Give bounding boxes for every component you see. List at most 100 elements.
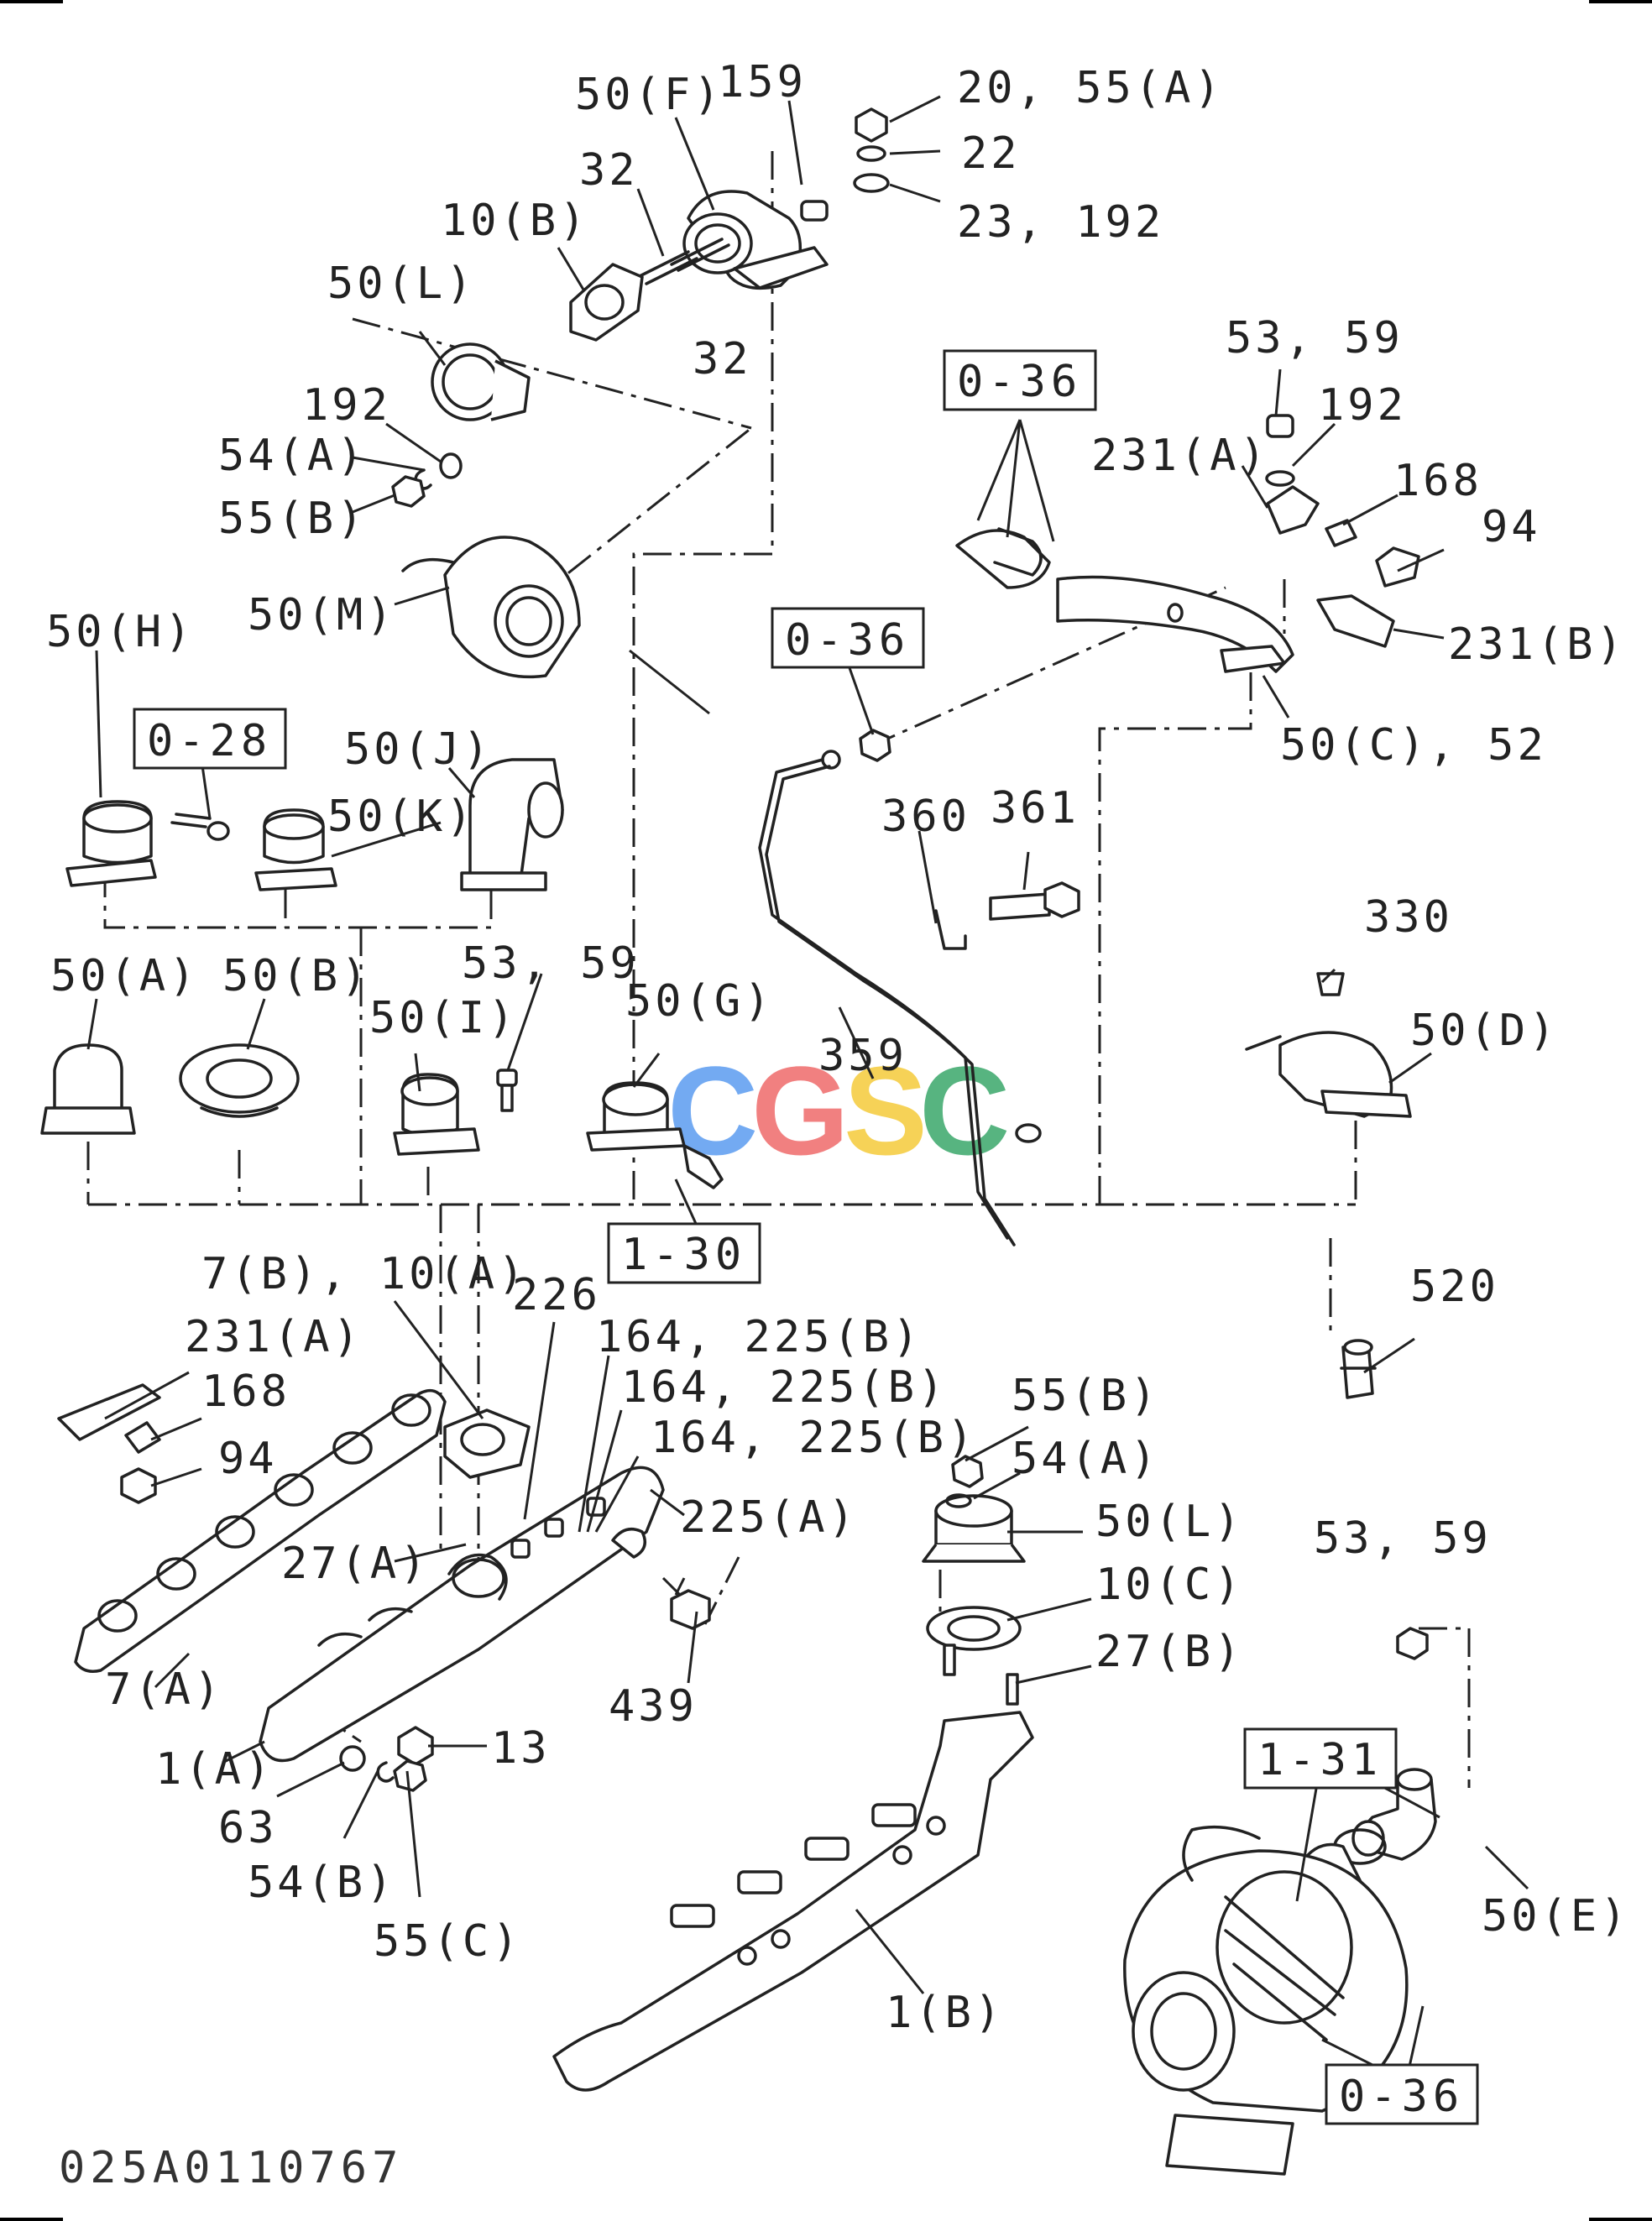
label-192b: 192 [1318, 380, 1407, 431]
svg-text:0-36: 0-36 [1339, 2072, 1464, 2122]
label-50I: 50(I) [369, 993, 518, 1043]
label-231A-left: 231(A) [185, 1312, 363, 1362]
flange-50L-top [431, 342, 531, 421]
label-164-225B-1: 164, 225(B) [596, 1312, 922, 1362]
bracket-231A-right [1265, 414, 1420, 648]
label-10C: 10(C) [1095, 1560, 1244, 1610]
label-164-225B-3: 164, 225(B) [651, 1413, 976, 1463]
manifold-1A [259, 1466, 711, 1766]
label-32b: 32 [693, 334, 752, 384]
label-50M: 50(M) [248, 590, 396, 640]
svg-text:0-36: 0-36 [957, 357, 1082, 407]
diagram-code: 025A0110767 [59, 2143, 403, 2193]
elbow-50J [460, 758, 564, 891]
label-7A: 7(A) [105, 1664, 223, 1715]
svg-text:1-31: 1-31 [1257, 1735, 1383, 1785]
label-54B: 54(B) [248, 1858, 396, 1908]
washers-192-54A-55B [391, 452, 463, 508]
label-23-192: 23, 192 [957, 197, 1164, 248]
label-50A: 50(A) [50, 951, 199, 1001]
label-20-55A: 20, 55(A) [957, 63, 1224, 113]
label-168-left: 168 [201, 1367, 290, 1417]
label-50D: 50(D) [1410, 1006, 1559, 1056]
label-55B-top: 55(B) [218, 494, 367, 544]
label-53-59-mid: 53, 59 [462, 938, 640, 989]
label-22: 22 [961, 128, 1021, 179]
label-439: 439 [609, 1681, 698, 1732]
label-50F: 50(F) [575, 70, 724, 120]
label-50H: 50(H) [46, 607, 195, 657]
label-226: 226 [512, 1270, 601, 1320]
fuel-pipe-359 [758, 729, 1042, 1246]
label-164-225B-2: 164, 225(B) [621, 1362, 947, 1413]
label-330: 330 [1364, 892, 1453, 943]
label-53-59-tr: 53, 59 [1226, 313, 1404, 363]
label-360: 360 [881, 792, 970, 842]
label-10B: 10(B) [441, 196, 589, 246]
gasket-7A [74, 1388, 447, 1673]
label-231A-tr: 231(A) [1091, 431, 1269, 481]
label-231B: 231(B) [1448, 619, 1626, 670]
outlet-50M [401, 536, 581, 679]
label-27A: 27(A) [281, 1539, 430, 1589]
watermark-letter-c1: C [667, 1040, 758, 1181]
label-27B: 27(B) [1095, 1627, 1244, 1677]
label-50G: 50(G) [625, 976, 774, 1027]
label-361: 361 [991, 783, 1080, 834]
label-94-tr: 94 [1482, 502, 1541, 552]
top-elbow-50F [682, 190, 829, 290]
fitting-50K [254, 808, 337, 891]
label-1A: 1(A) [155, 1744, 274, 1795]
ref-box-0-36-top: 0-36 [943, 349, 1097, 411]
svg-text:0-36: 0-36 [785, 615, 910, 666]
label-50B: 50(B) [222, 951, 371, 1001]
label-1B: 1(B) [886, 1988, 1004, 2038]
gasket-10A [443, 1408, 531, 1479]
label-520: 520 [1410, 1262, 1499, 1312]
label-55B-mid: 55(B) [1012, 1371, 1160, 1421]
gasket-50B [179, 1043, 300, 1118]
label-94-left: 94 [218, 1434, 278, 1484]
sensor-housing-50G [586, 1081, 724, 1189]
label-7B-10A: 7(B), 10(A) [201, 1249, 527, 1299]
svg-text:0-28: 0-28 [147, 716, 272, 766]
gasket-10B [569, 263, 644, 342]
label-50L-top: 50(L) [327, 259, 476, 309]
label-50E: 50(E) [1482, 1891, 1630, 1941]
studs-32 [636, 238, 730, 285]
label-53-59-br: 53, 59 [1314, 1513, 1492, 1564]
label-159: 159 [718, 57, 807, 107]
leader-lines [86, 95, 1529, 2083]
bolt-53-59-bottom [1396, 1627, 1429, 1660]
stack-50L-10C-27B [922, 1455, 1026, 1706]
flange-50A [40, 1043, 136, 1135]
fitting-330-50D [1245, 972, 1412, 1118]
label-63: 63 [218, 1803, 278, 1853]
pipe-assembly-50C [955, 527, 1294, 673]
label-225A: 225(A) [680, 1492, 858, 1543]
assembly-lines [86, 151, 1471, 1788]
label-54A-mid: 54(A) [1012, 1434, 1160, 1484]
label-13: 13 [491, 1723, 551, 1774]
ref-box-1-30: 1-30 [607, 1222, 761, 1284]
part-labels: 50(F) 159 20, 55(A) 22 32 23, 192 10(B) … [46, 57, 1630, 2038]
washers-63-54B-55C [339, 1745, 427, 1792]
label-50L-mid: 50(L) [1095, 1497, 1244, 1547]
label-50K: 50(K) [327, 792, 476, 842]
bracket-231A-left [57, 1383, 161, 1504]
watermark: C G S C [667, 1040, 1010, 1181]
top-nut-washers [853, 107, 890, 193]
pipe-50H-clamps [65, 800, 230, 887]
ref-box-0-36-bottom: 0-36 [1325, 2063, 1479, 2125]
manifold-1B [552, 1711, 1034, 2092]
ref-box-0-28: 0-28 [133, 708, 287, 770]
svg-text:1-30: 1-30 [621, 1230, 746, 1280]
label-32a: 32 [579, 145, 639, 196]
label-50J: 50(J) [344, 724, 493, 775]
label-50C-52: 50(C), 52 [1280, 720, 1547, 771]
clip-360-bolt-361 [934, 881, 1080, 950]
ref-box-0-36-mid: 0-36 [771, 607, 925, 669]
label-359: 359 [818, 1031, 907, 1081]
